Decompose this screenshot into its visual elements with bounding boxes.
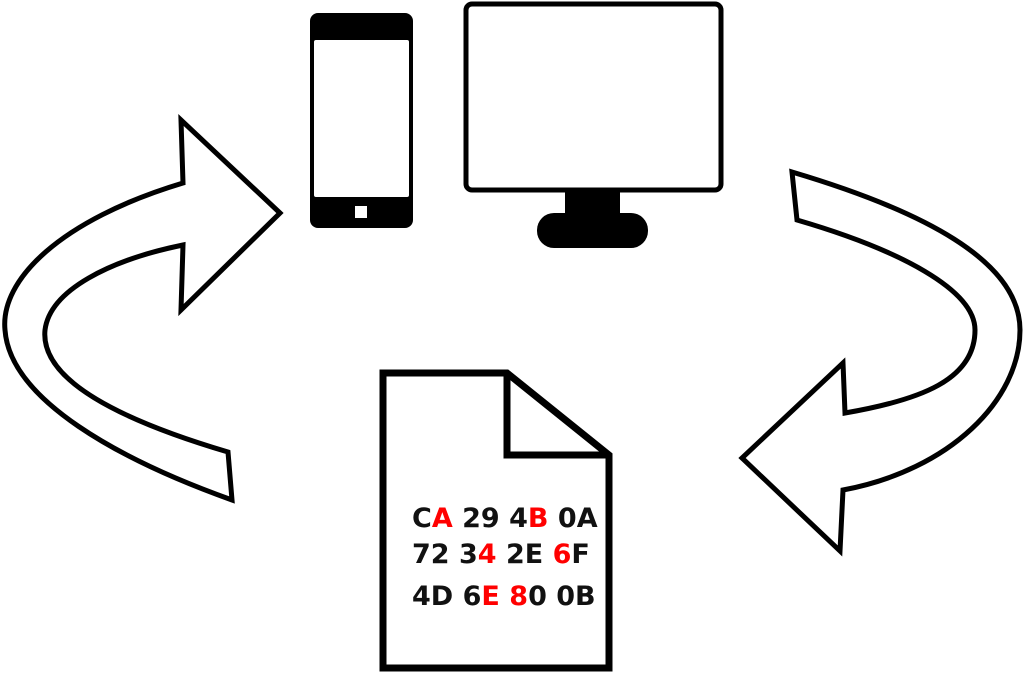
hex-space <box>547 581 556 612</box>
hex-digit-highlighted: 4 <box>478 539 497 570</box>
hex-space <box>500 503 509 534</box>
hex-digit: C <box>412 503 432 534</box>
hex-row: 4D 6E 80 0B <box>412 581 596 612</box>
hex-space <box>500 581 509 612</box>
hex-digit: 72 <box>412 539 450 570</box>
hex-digit-highlighted: 6 <box>553 539 572 570</box>
hex-digit: 0B <box>556 581 595 612</box>
hex-digit-highlighted: A <box>432 503 453 534</box>
hex-row: 72 34 2E 6F <box>412 539 590 570</box>
hex-space <box>549 503 558 534</box>
hex-space <box>453 581 462 612</box>
hex-digit: 0 <box>528 581 547 612</box>
smartphone-icon <box>310 13 413 228</box>
hex-digit: F <box>571 539 589 570</box>
curved-arrow-left-icon <box>738 168 1023 557</box>
desktop-monitor-icon <box>463 1 724 248</box>
hex-digit: 0A <box>558 503 598 534</box>
hex-space <box>543 539 552 570</box>
hex-digit: 2E <box>506 539 543 570</box>
curved-arrow-right-icon <box>2 114 284 504</box>
hex-space <box>450 539 459 570</box>
hex-digit: 3 <box>459 539 478 570</box>
hex-space <box>453 503 462 534</box>
hex-digit: 29 <box>462 503 500 534</box>
hex-row: CA 29 4B 0A <box>412 503 598 534</box>
hex-digit-highlighted: B <box>528 503 549 534</box>
hex-digit: 6 <box>463 581 482 612</box>
hex-space <box>497 539 506 570</box>
hex-digit-highlighted: E <box>481 581 499 612</box>
hex-digit: 4 <box>509 503 528 534</box>
hex-digit-highlighted: 8 <box>509 581 528 612</box>
hex-digit: 4D <box>412 581 453 612</box>
